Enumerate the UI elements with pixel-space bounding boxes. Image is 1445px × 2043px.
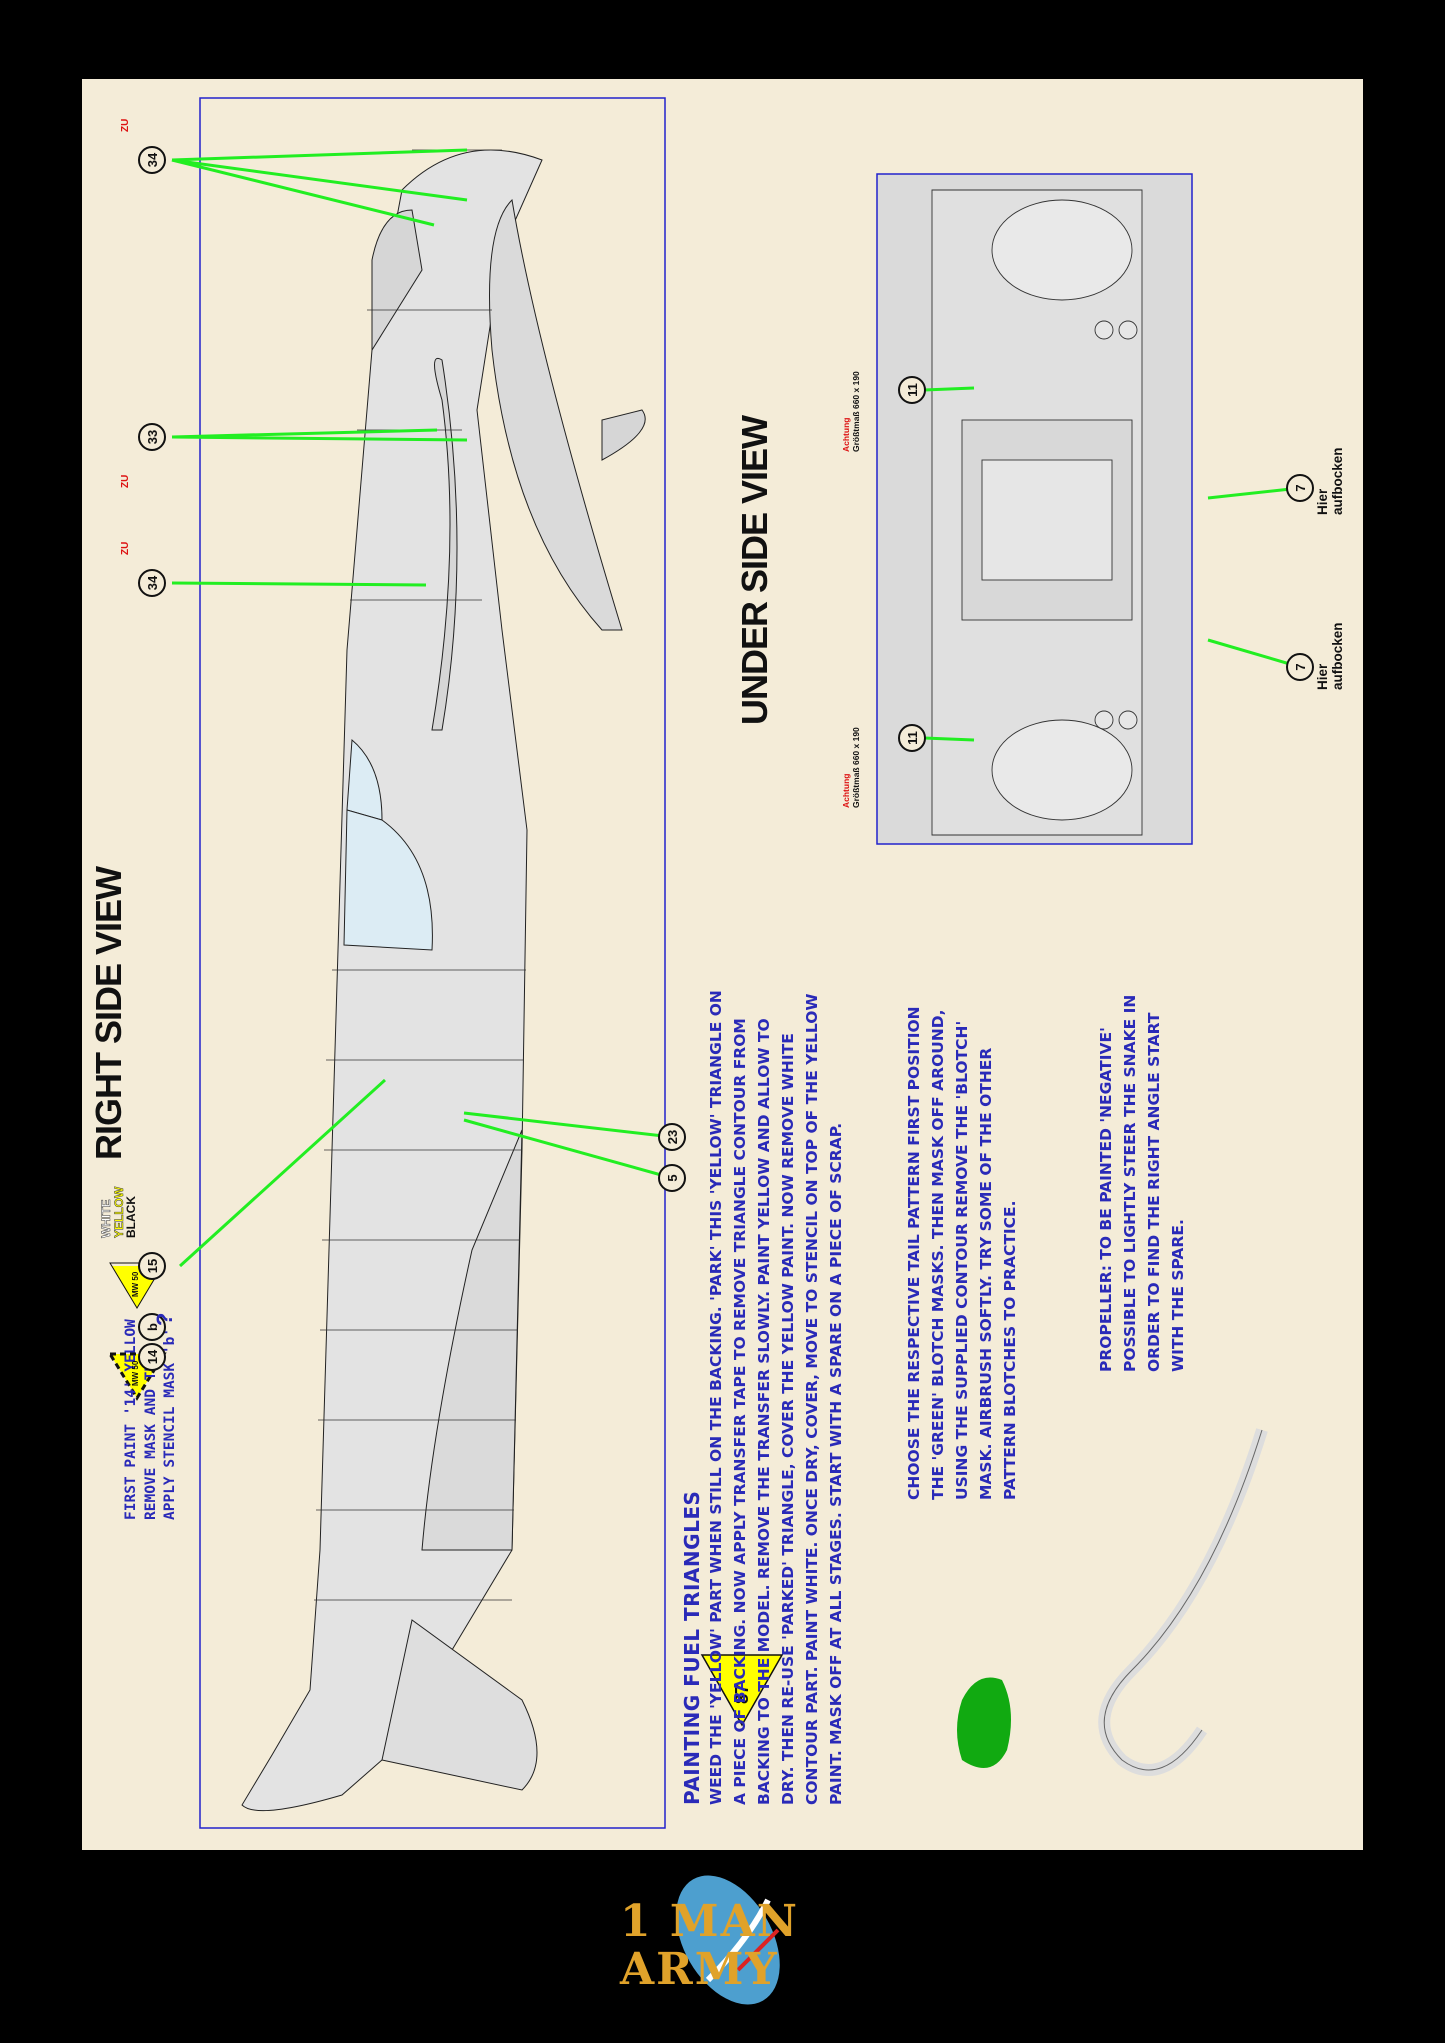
- triangle-b-label: MW 50: [131, 1271, 140, 1297]
- rotated-content: RIGHT SIDE VIEW UNDER SIDE VIEW FIRST PA…: [82, 79, 1363, 1850]
- achtung-a-word: Achtung: [841, 417, 851, 452]
- fuel-badge-triangle: [700, 1654, 784, 1727]
- achtung-a: Achtung Größtmaß 660 x 190: [841, 371, 862, 452]
- right-view-frame: [199, 97, 666, 1829]
- color-key: WHITE YELLOW BLACK: [99, 1186, 139, 1238]
- zu-tag-2: ZU: [120, 474, 131, 488]
- under-side-view-heading: UNDER SIDE VIEW: [734, 415, 775, 725]
- drawing-layer: [107, 97, 1301, 1829]
- right-side-view-heading: RIGHT SIDE VIEW: [88, 866, 129, 1160]
- tail-pattern-block: CHOOSE THE RESPECTIVE TAIL PATTERN FIRST…: [902, 990, 1022, 1500]
- tail-blotch: [957, 1677, 1011, 1768]
- marker-33: 33: [138, 423, 166, 451]
- leader-lines: [171, 148, 673, 1268]
- 1-man-army-logo: 1 MAN ARMY: [618, 1860, 828, 2020]
- zu-tag-3: ZU: [120, 541, 131, 555]
- achtung-b-word: Achtung: [841, 773, 851, 808]
- hier-aufbocken-b: Hier aufbocken: [1315, 622, 1345, 690]
- painting-block-body: WEED THE 'YELLOW' PART WHEN STILL ON THE…: [707, 990, 846, 1805]
- logo-line-1: 1 MAN: [620, 1896, 799, 1947]
- marker-7-b: 7: [1286, 653, 1314, 681]
- prop-block-body: PROPELLER: TO BE PAINTED 'NEGATIVE' POSS…: [1097, 994, 1188, 1372]
- achtung-b-size: Größtmaß 660 x 190: [850, 727, 861, 808]
- tail-block-body: CHOOSE THE RESPECTIVE TAIL PATTERN FIRST…: [905, 1006, 1020, 1500]
- achtung-a-size: Größtmaß 660 x 190: [850, 371, 861, 452]
- marker-15: 15: [138, 1252, 166, 1280]
- logo-line-2: ARMY: [620, 1944, 779, 1995]
- achtung-b: Achtung Größtmaß 660 x 190: [841, 727, 862, 808]
- marker-34-top: 34: [138, 146, 166, 174]
- painting-fuel-triangles-block: PAINTING FUEL TRIANGLES WEED THE 'YELLOW…: [680, 975, 848, 1805]
- instruction-sheet: RIGHT SIDE VIEW UNDER SIDE VIEW FIRST PA…: [82, 79, 1363, 1850]
- fuselage-drawing: [241, 149, 646, 1812]
- color-key-white: WHITE: [99, 1199, 114, 1238]
- logo-emblem: [676, 1875, 780, 2005]
- question-mark: ?: [152, 1312, 177, 1326]
- color-key-black: BLACK: [124, 1196, 139, 1238]
- marker-34-mid: 34: [138, 569, 166, 597]
- marker-11-b: 11: [898, 724, 926, 752]
- underside-drawing: [931, 189, 1143, 836]
- propeller-block: PROPELLER: TO BE PAINTED 'NEGATIVE' POSS…: [1094, 982, 1190, 1372]
- hier-aufbocken-a: Hier aufbocken: [1315, 447, 1345, 515]
- zu-tag-1: ZU: [120, 118, 131, 132]
- triangle-a-label: MW 50: [131, 1360, 140, 1386]
- marker-14: 14: [138, 1343, 166, 1371]
- propeller-snake: [1098, 1428, 1268, 1776]
- marker-7-a: 7: [1286, 474, 1314, 502]
- marker-11-a: 11: [898, 376, 926, 404]
- underside-leaders: [923, 386, 1301, 742]
- painting-block-title: PAINTING FUEL TRIANGLES: [680, 1490, 704, 1805]
